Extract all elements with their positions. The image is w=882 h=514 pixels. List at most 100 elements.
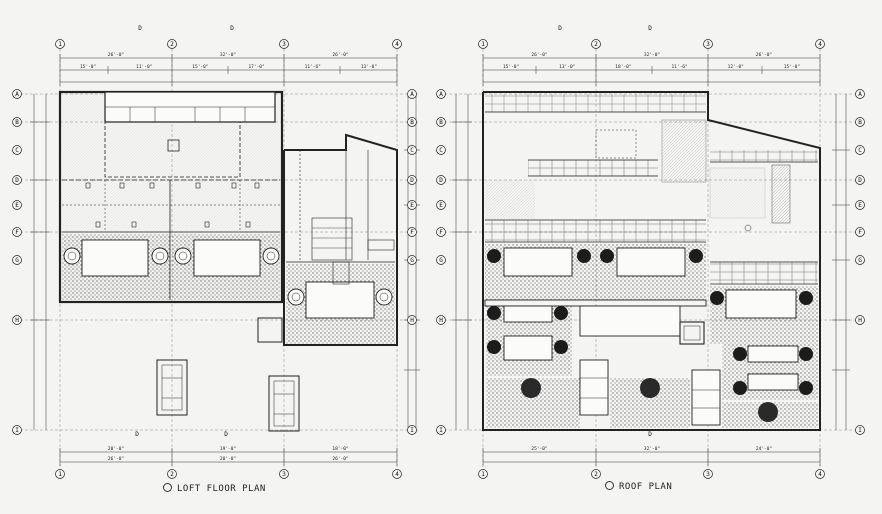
grid-col-top-1-1-bubble	[591, 39, 601, 49]
grid-col-top-0-1-label: 2	[170, 41, 174, 48]
grid-row-left-1-0-bubble	[436, 89, 446, 99]
bottom-sub-dim-0-0: 26'-0"	[108, 456, 124, 462]
grid-col-bottom-1-0-bubble	[478, 469, 488, 479]
loft-main-block	[58, 90, 284, 304]
grid-row-right-1-3-label: D	[858, 177, 862, 184]
grid-row-right-0-8-bubble	[407, 425, 417, 435]
grid-row-right-1-5-bubble	[855, 227, 865, 237]
grid-row-left-1-6-label: G	[439, 257, 443, 264]
grid-col-bottom-1-1-bubble	[591, 469, 601, 479]
grid-row-left-0-3-bubble	[12, 175, 22, 185]
grid-col-bottom-1-1-label: 2	[594, 471, 598, 478]
top-sub-dim-1-0: 15'-0"	[503, 64, 519, 70]
grid-row-left-1-3-bubble	[436, 175, 446, 185]
top-sub-dim-1-5: 15'-0"	[784, 64, 800, 70]
grid-row-left-0-7-label: H	[15, 317, 19, 324]
top-dim-1-1: 32'-0"	[644, 52, 660, 58]
grid-col-bottom-1-3-label: 4	[818, 471, 822, 478]
bottom-sub-dim-0-1: 20'-0"	[220, 456, 236, 462]
grid-row-right-0-7-bubble	[407, 315, 417, 325]
grid-row-right-1-7-bubble	[855, 315, 865, 325]
bottom-dimensions-roof	[482, 448, 821, 466]
grid-col-top-1-2-bubble	[703, 39, 713, 49]
grid-row-right-1-4-label: E	[858, 202, 862, 209]
loft-exterior-elements	[156, 317, 300, 432]
grid-col-bottom-0-3-bubble	[392, 469, 402, 479]
grid-row-right-0-2-bubble	[407, 145, 417, 155]
bottom-dim-1-2: 24'-0"	[756, 446, 772, 452]
grid-row-left-0-4-bubble	[12, 200, 22, 210]
grid-col-bottom-0-2-bubble	[279, 469, 289, 479]
top-sub-dim-0-5: 13'-0"	[361, 64, 377, 70]
grid-row-left-1-3-label: D	[439, 177, 443, 184]
grid-col-bottom-0-1-label: 2	[170, 471, 174, 478]
grid-col-bottom-0-3-label: 4	[395, 471, 399, 478]
grid-col-top-0-2-label: 3	[282, 41, 286, 48]
grid-row-left-1-4-label: E	[439, 202, 443, 209]
grid-col-bottom-0-1-bubble	[167, 469, 177, 479]
title-marker-icon	[605, 481, 614, 490]
roof-plan	[444, 44, 862, 470]
grid-row-right-1-8-bubble	[855, 425, 865, 435]
grid-row-right-1-7-label: H	[858, 317, 862, 324]
grid-row-left-1-2-label: C	[439, 147, 443, 154]
grid-col-bottom-1-2-bubble	[703, 469, 713, 479]
grid-row-right-1-1-label: B	[858, 119, 862, 126]
top-sub-dim-1-2: 18'-0"	[615, 64, 631, 70]
grid-row-left-1-8-label: I	[439, 427, 443, 434]
grid-row-left-0-3-label: D	[15, 177, 19, 184]
grid-row-left-1-6-bubble	[436, 255, 446, 265]
grid-row-left-1-5-bubble	[436, 227, 446, 237]
grid-row-left-0-8-bubble	[12, 425, 22, 435]
grid-row-right-1-8-label: I	[858, 427, 862, 434]
roof-surfaces	[485, 94, 818, 285]
grid-row-left-1-7-label: H	[439, 317, 443, 324]
top-dim-1-2: 26'-0"	[756, 52, 772, 58]
roof-plan-title-text: ROOF PLAN	[619, 482, 673, 492]
grid-col-top-0-3-bubble	[392, 39, 402, 49]
top-sub-dim-0-1: 11'-0"	[136, 64, 152, 70]
left-dimensions-roof	[452, 94, 472, 430]
grid-row-right-1-2-bubble	[855, 145, 865, 155]
top-sub-dim-0-2: 15'-0"	[192, 64, 208, 70]
grid-col-bottom-1-0-label: 1	[481, 471, 485, 478]
grid-row-left-0-0-label: A	[15, 91, 19, 98]
grid-col-bottom-0-2-label: 3	[282, 471, 286, 478]
top-sub-dim-1-1: 13'-0"	[559, 64, 575, 70]
grid-row-left-0-2-bubble	[12, 145, 22, 155]
grid-col-top-0-0-bubble	[55, 39, 65, 49]
bottom-dim-0-0: 20'-0"	[108, 446, 124, 452]
grid-row-left-1-7-bubble	[436, 315, 446, 325]
grid-row-right-0-8-label: I	[410, 427, 414, 434]
grid-row-right-0-4-bubble	[407, 200, 417, 210]
grid-row-right-0-5-bubble	[407, 227, 417, 237]
grid-row-left-0-8-label: I	[15, 427, 19, 434]
bottom-dim-1-0: 25'-0"	[531, 446, 547, 452]
bottom-dim-0-2: 18'-0"	[332, 446, 348, 452]
bottom-sub-dim-0-2: 26'-0"	[332, 456, 348, 462]
grid-row-right-1-0-bubble	[855, 89, 865, 99]
grid-row-right-0-6-bubble	[407, 255, 417, 265]
grid-row-right-1-3-bubble	[855, 175, 865, 185]
grid-col-bottom-0-0-bubble	[55, 469, 65, 479]
top-sub-dim-0-3: 17'-0"	[248, 64, 264, 70]
bottom-dim-0-1: 19'-0"	[220, 446, 236, 452]
grid-row-left-0-5-label: F	[15, 229, 19, 236]
top-dim-0-2: 26'-0"	[332, 52, 348, 58]
grid-row-left-1-2-bubble	[436, 145, 446, 155]
grid-row-left-0-4-label: E	[15, 202, 19, 209]
section-marker-0-1: D	[135, 431, 139, 438]
loft-floor-plan-title-text: LOFT FLOOR PLAN	[177, 484, 266, 494]
loft-right-wing	[283, 133, 398, 346]
top-sub-dim-1-3: 11'-6"	[671, 64, 687, 70]
loft-floor-plan-title: LOFT FLOOR PLAN	[163, 483, 266, 494]
grid-row-left-1-4-bubble	[436, 200, 446, 210]
top-sub-dim-1-4: 12'-0"	[728, 64, 744, 70]
grid-row-left-1-5-label: F	[439, 229, 443, 236]
top-dim-0-0: 26'-0"	[108, 52, 124, 58]
grid-row-right-0-2-label: C	[410, 147, 414, 154]
loft-floor-plan	[20, 44, 420, 470]
grid-row-right-1-5-label: F	[858, 229, 862, 236]
